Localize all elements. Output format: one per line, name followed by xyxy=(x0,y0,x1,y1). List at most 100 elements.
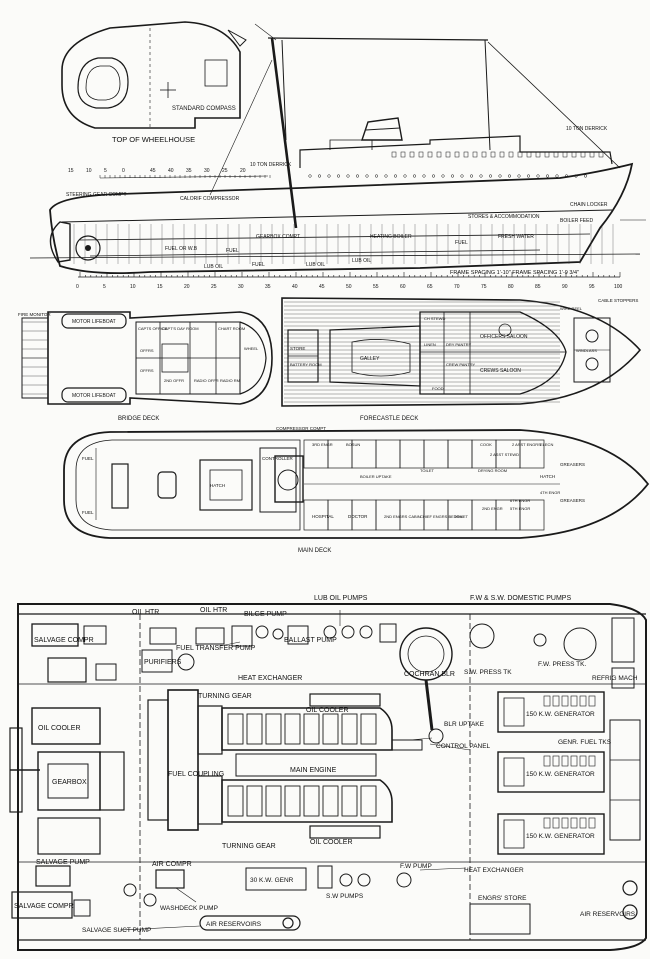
fuel-transfer-pump-label: FUEL TRANSFER PUMP xyxy=(176,645,256,652)
salvage-pump-label: SALVAGE PUMP xyxy=(36,859,90,866)
toilet-label-a: TOILET xyxy=(420,468,434,473)
generator-cylinder xyxy=(552,755,560,767)
linen-label: LINEN xyxy=(424,342,436,347)
porthole-window xyxy=(571,151,577,158)
generator-cylinder xyxy=(588,695,596,707)
porthole xyxy=(374,174,379,178)
radio-room-label: RADIO RM xyxy=(220,378,240,383)
oil-cooler-label-top: OIL COOLER xyxy=(306,707,349,714)
cook-label: COOK xyxy=(480,442,492,447)
frame-spacing-note: FRAME SPACING 1'-10" FRAME SPACING 1'-9 … xyxy=(450,270,579,276)
frame-num: 85 xyxy=(535,284,541,290)
refrig-mach-label: REFRIG MACH xyxy=(592,675,638,682)
cabin-upper xyxy=(423,439,449,469)
scale-num: 35 xyxy=(186,168,192,174)
porthole-window xyxy=(526,151,532,158)
third-engr-label: 3RD ENGR xyxy=(312,442,333,447)
cabin-upper xyxy=(519,439,545,469)
engine-room-plan: LUB OIL PUMPS F.W & S.W. DOMESTIC PUMPS … xyxy=(9,595,647,951)
porthole-window xyxy=(445,151,451,158)
porthole xyxy=(346,174,350,178)
store-label: STORE xyxy=(290,346,305,351)
cable-stoppers-label: CABLE STOPPERS xyxy=(598,298,638,303)
frame-num: 50 xyxy=(346,284,352,290)
generator-cylinder xyxy=(579,817,587,829)
porthole-window xyxy=(589,151,595,158)
cylinder-block xyxy=(360,713,377,745)
cylinder-block xyxy=(227,785,244,817)
cylinder-block xyxy=(322,713,339,745)
gearbox-compt-label: GEARBOX COMPT xyxy=(256,234,300,240)
oil-htr-label-1: OIL HTR xyxy=(132,609,159,616)
porthole xyxy=(412,174,417,178)
ch-stewd-label: CH STEWD xyxy=(424,316,445,321)
porthole xyxy=(403,174,407,178)
food-label: FOOD xyxy=(432,386,444,391)
generator-cylinder xyxy=(579,755,587,767)
frame-num: 95 xyxy=(589,284,595,290)
doctor-label: DOCTOR xyxy=(348,514,368,519)
second-offr-label: 2ND OFFR xyxy=(164,378,184,383)
porthole xyxy=(422,174,426,178)
generator-alternator xyxy=(503,697,525,727)
lub-oil-label-1: LUB OIL xyxy=(204,264,223,270)
frame-num: 30 xyxy=(238,284,244,290)
fuel-label-1: FUEL xyxy=(455,240,468,246)
scale-num: 5 xyxy=(104,168,107,174)
cylinder-block xyxy=(284,785,301,817)
porthole xyxy=(507,174,512,178)
second-engr-label: 2ND ENGR xyxy=(482,506,503,511)
generator-alternator xyxy=(503,819,525,849)
wire-reel-label: WIRE REEL xyxy=(560,306,583,311)
fuel-or-wb-label: FUEL OR W.B xyxy=(165,246,198,252)
fw-sw-domestic-pumps-label: F.W & S.W. DOMESTIC PUMPS xyxy=(470,595,571,602)
porthole-window xyxy=(481,151,487,158)
generator-cylinder xyxy=(561,817,569,829)
frame-num: 70 xyxy=(454,284,460,290)
bridge-deck-title: BRIDGE DECK xyxy=(118,416,159,422)
porthole xyxy=(317,174,322,178)
crews-saloon-label: CREWS SALOON xyxy=(480,368,521,374)
scale-num: 25 xyxy=(222,168,228,174)
main-deck-title: MAIN DECK xyxy=(298,548,331,554)
asst-engrs-label: 2 ASST ENGRS xyxy=(512,442,541,447)
scale-num: 15 xyxy=(68,168,74,174)
porthole xyxy=(327,174,331,178)
porthole-window xyxy=(508,151,514,158)
fw-press-tk-label: F.W. PRESS TK. xyxy=(538,661,586,668)
calorif-compressor-label: CALORIF COMPRESSOR xyxy=(180,196,240,202)
asst-stewd-label: 2 ASST STEWD xyxy=(490,452,519,457)
frame-num: 0 xyxy=(76,284,79,290)
frame-num: 100 xyxy=(614,284,623,290)
heat-exchanger-label-top: HEAT EXCHANGER xyxy=(238,675,302,682)
heat-exchanger-label-bottom: HEAT EXCHANGER xyxy=(464,867,524,874)
porthole-window xyxy=(544,151,550,158)
porthole-window xyxy=(409,151,415,158)
porthole xyxy=(488,174,493,178)
generator-label-1: 150 K.W. GENERATOR xyxy=(526,711,595,718)
frame-num: 10 xyxy=(130,284,136,290)
generator-cylinder xyxy=(543,817,551,829)
boiler-uptake-label: BOILER UPTAKE xyxy=(360,474,392,479)
porthole xyxy=(393,174,398,178)
porthole-window xyxy=(400,151,406,158)
frame-num: 5 xyxy=(103,284,106,290)
generator-cylinder xyxy=(543,755,551,767)
fuel-label-b: FUEL xyxy=(82,510,94,515)
greasers-label-a: GREASERS xyxy=(560,462,585,467)
generator-cylinder xyxy=(588,817,596,829)
fw-pump-label: F.W PUMP xyxy=(400,863,432,870)
porthole xyxy=(450,174,455,178)
cylinder-block xyxy=(341,785,358,817)
porthole-window xyxy=(499,151,505,158)
fuel-label-2: FUEL xyxy=(226,248,239,254)
generator-cylinder xyxy=(579,695,587,707)
porthole-window xyxy=(427,151,433,158)
chief-engrs-bedrm-label: CHIEF ENGRS BEDRM xyxy=(420,514,463,519)
top-of-wheelhouse-title: TOP OF WHEELHOUSE xyxy=(112,135,195,144)
porthole xyxy=(498,174,502,178)
top-of-wheelhouse-plan: STANDARD COMPASS TOP OF WHEELHOUSE xyxy=(61,21,247,144)
cylinder-block xyxy=(303,713,320,745)
battery-room-label: BATTERY ROOM xyxy=(290,362,322,367)
